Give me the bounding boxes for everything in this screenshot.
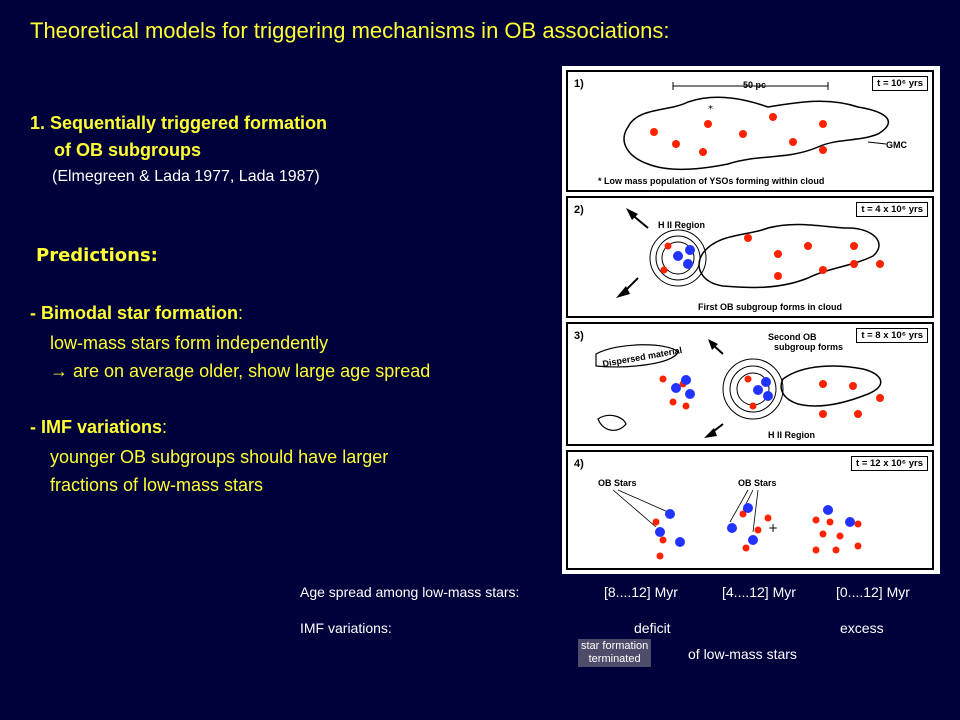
- imf-variations-label: IMF variations:: [300, 620, 392, 636]
- panel-3-second: Second OB: [768, 332, 817, 342]
- panel-3-drawing: [595, 339, 884, 438]
- panel-1-scale: 50 pc: [743, 80, 767, 90]
- panel-3-hii-region: [722, 358, 784, 420]
- figure-panel-4: 4) t = 12 x 10⁶ yrs OB Stars OB Stars +: [566, 450, 934, 570]
- star-formation-terminated-label: star formation terminated: [578, 639, 652, 667]
- imf-of-low-mass: of low-mass stars: [688, 646, 797, 662]
- bimodal-line2: → are on average older, show large age s…: [50, 361, 431, 381]
- panel-1-drawing: *: [623, 82, 890, 170]
- figure-panel-2: 2) t = 4 x 10⁶ yrs H II Region First OB …: [566, 196, 934, 318]
- sf-line2: terminated: [588, 653, 641, 665]
- imf-excess: excess: [840, 620, 884, 636]
- imf-line2: fractions of low-mass stars: [50, 475, 264, 495]
- panel-2-label: 2): [574, 204, 584, 216]
- age-spread-1: [8....12] Myr: [604, 584, 678, 600]
- predictions-heading: Predictions:: [36, 245, 158, 266]
- imf-heading: - IMF variations:: [30, 417, 167, 438]
- panel-3-time: t = 8 x 10⁶ yrs: [856, 328, 928, 343]
- panel-3-hii: H II Region: [768, 430, 815, 440]
- panel-1-time: t = 10⁶ yrs: [872, 76, 928, 91]
- age-spread-2: [4....12] Myr: [722, 584, 796, 600]
- panel-2-drawing: [616, 208, 884, 298]
- panel-2-hii-region: [649, 229, 707, 287]
- panel-1-label: 1): [574, 78, 584, 90]
- panel-4-ob-stars-2: OB Stars: [738, 478, 777, 488]
- age-spread-label: Age spread among low-mass stars:: [300, 584, 520, 600]
- figure-panel-1: 1) t = 10⁶ yrs 50 pc GMC * Low mass popu…: [566, 70, 934, 192]
- panel-4-ob-stars-1: OB Stars: [598, 478, 637, 488]
- panel-2-red-stars: [660, 234, 884, 280]
- bimodal-label: - Bimodal star formation: [30, 303, 239, 323]
- panel-3-label: 3): [574, 330, 584, 342]
- sf-line1: star formation: [581, 640, 649, 652]
- panel-4-blue-stars: [655, 503, 855, 547]
- section1-line1: 1. Sequentially triggered formation: [30, 113, 328, 133]
- panel-3-blue-stars: [671, 375, 773, 401]
- panel-2-time: t = 4 x 10⁶ yrs: [856, 202, 928, 217]
- bimodal-line1: low-mass stars form independently: [50, 333, 329, 353]
- panel-4-red-stars: [652, 510, 862, 560]
- figure-panel-3: 3) t = 8 x 10⁶ yrs Dispersed material Se…: [566, 322, 934, 667]
- panel-4-label: 4): [574, 458, 584, 470]
- age-spread-3: [0....12] Myr: [836, 584, 910, 600]
- panel-4-time: t = 12 x 10⁶ yrs: [851, 456, 928, 471]
- panel-2-hii: H II Region: [658, 220, 705, 230]
- bimodal-heading: - Bimodal star formation:: [30, 303, 243, 324]
- panel-4-drawing: +: [612, 489, 862, 560]
- svg-text:+: +: [768, 521, 778, 535]
- panel-1-note: * Low mass population of YSOs forming wi…: [598, 176, 825, 186]
- imf-label: - IMF variations: [30, 417, 163, 437]
- panel-3-second-2: subgroup forms: [774, 342, 843, 352]
- section1-line2: of OB subgroups: [54, 140, 201, 160]
- panel-1-red-stars: [650, 113, 827, 156]
- imf-line1: younger OB subgroups should have larger: [50, 447, 389, 467]
- bimodal-colon: :: [238, 303, 244, 323]
- imf-deficit: deficit: [634, 620, 671, 636]
- imf-colon: :: [162, 417, 168, 437]
- page-title: Theoretical models for triggering mechan…: [30, 18, 670, 43]
- model-figure: 1) t = 10⁶ yrs 50 pc GMC * Low mass popu…: [562, 66, 940, 667]
- section1-reference: (Elmegreen & Lada 1977, Lada 1987): [52, 168, 320, 185]
- panel-2-blue-stars: [673, 245, 695, 269]
- panel-1-gmc: GMC: [886, 140, 907, 150]
- panel-2-note: First OB subgroup forms in cloud: [698, 302, 842, 312]
- svg-text:*: *: [708, 104, 713, 115]
